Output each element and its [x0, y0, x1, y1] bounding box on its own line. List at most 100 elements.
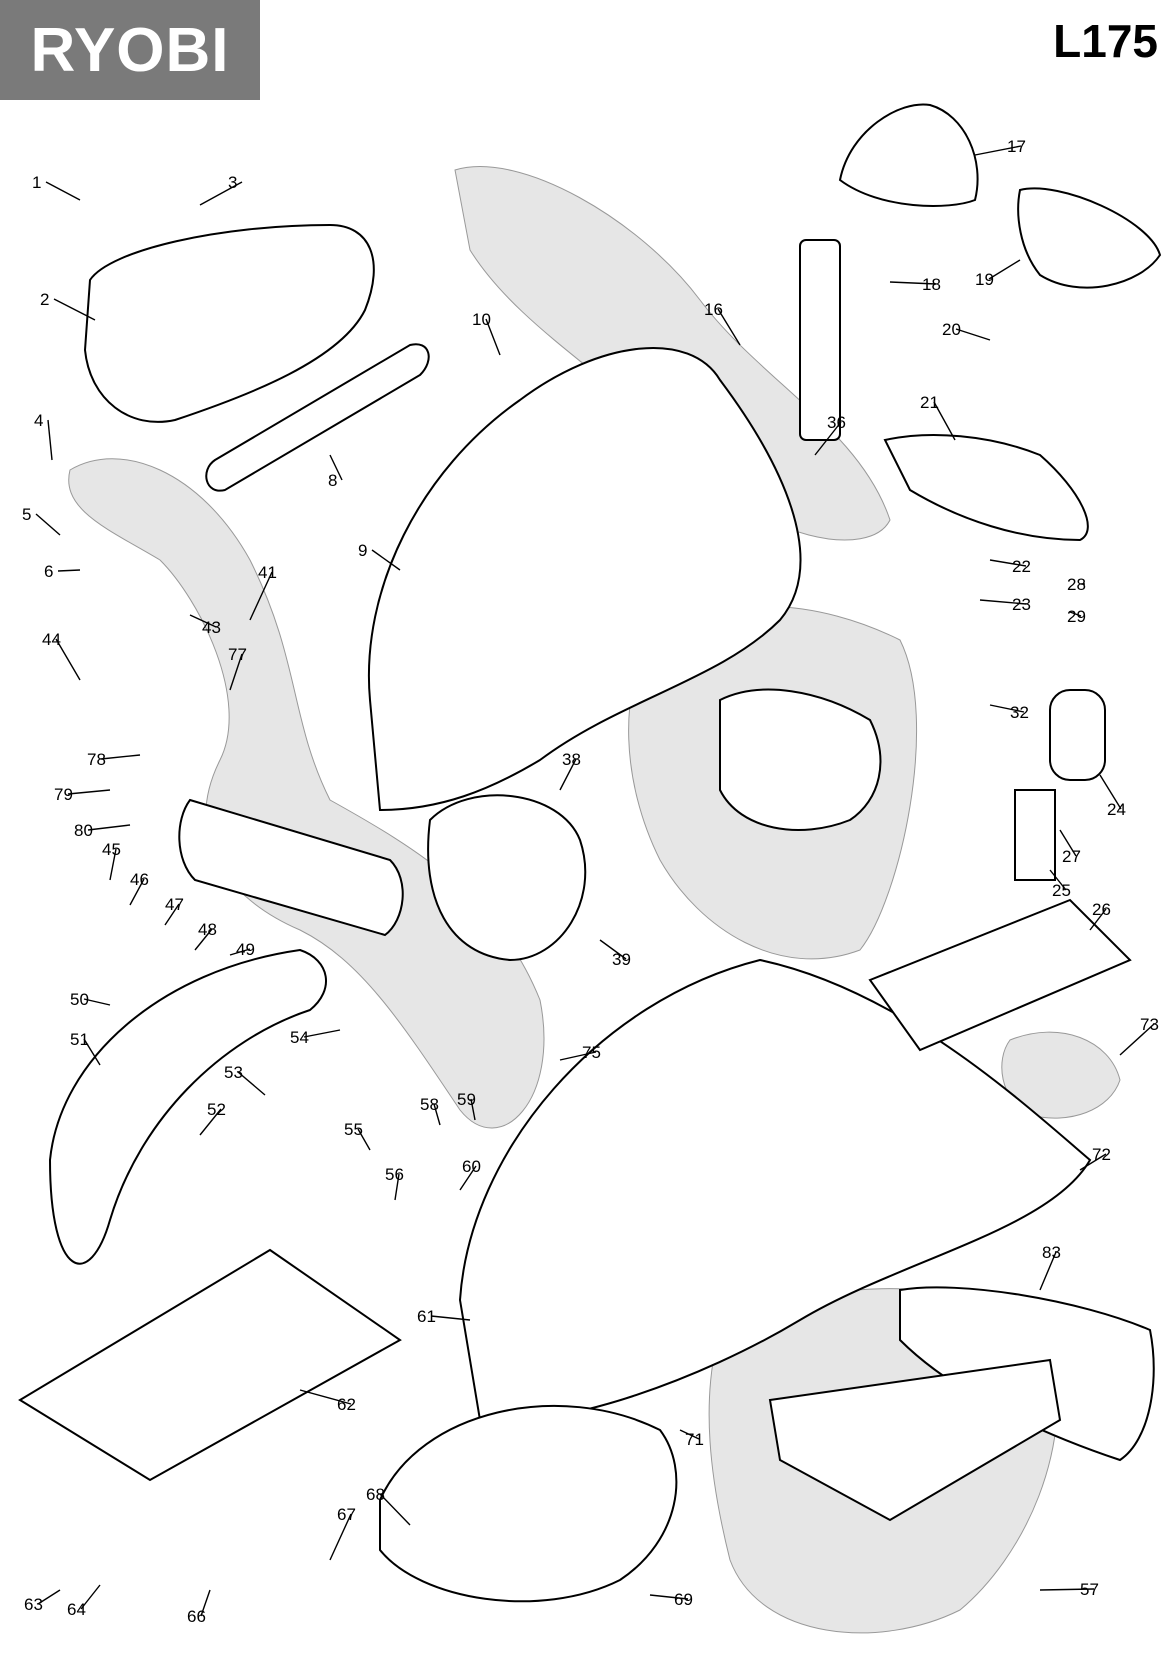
callout-leader-78 [100, 754, 141, 760]
callout-leader-68 [379, 1493, 411, 1526]
callout-leader-55 [357, 1128, 371, 1151]
callout-77: 77 [228, 645, 247, 664]
front-knob [838, 103, 979, 207]
callout-leader-45 [109, 848, 117, 881]
model-number: L175 [1053, 15, 1158, 67]
callout-leader-77 [229, 653, 243, 691]
callout-51: 51 [70, 1030, 89, 1049]
callout-27: 27 [1062, 847, 1081, 866]
callout-69: 69 [674, 1590, 693, 1609]
callout-leader-22 [989, 559, 1027, 567]
drive-belt [205, 343, 430, 492]
callout-leader-72 [1079, 1153, 1107, 1171]
callout-leader-26 [1089, 908, 1107, 931]
callout-22: 22 [1012, 557, 1031, 576]
callout-leader-54 [303, 1029, 341, 1038]
callout-63: 63 [24, 1595, 43, 1614]
callout-1: 1 [32, 173, 41, 192]
callout-56: 56 [385, 1165, 404, 1184]
handle-cover [48, 948, 327, 1265]
callout-leader-62 [299, 1389, 352, 1405]
callout-17: 17 [1007, 137, 1026, 156]
callout-leader-5 [35, 513, 61, 536]
callout-68: 68 [366, 1485, 385, 1504]
callout-leader-79 [67, 789, 111, 795]
callout-4: 4 [34, 411, 43, 430]
callout-80: 80 [74, 821, 93, 840]
callout-leader-29 [1069, 611, 1082, 617]
callout-44: 44 [42, 630, 61, 649]
callout-leader-63 [37, 1589, 61, 1605]
callout-leader-17 [974, 145, 1022, 156]
callout-leader-48 [194, 928, 213, 951]
callout-leader-20 [955, 328, 991, 341]
callout-leader-18 [889, 281, 937, 285]
cord-sleeve [1049, 689, 1106, 781]
callout-leader-4 [47, 419, 53, 461]
callout-64: 64 [67, 1600, 86, 1619]
callout-10: 10 [472, 310, 491, 329]
callout-leader-67 [329, 1513, 352, 1561]
callout-78: 78 [87, 750, 106, 769]
stator-field [427, 794, 587, 962]
guide-fence [768, 1358, 1062, 1522]
callout-61: 61 [417, 1307, 436, 1326]
callout-leader-71 [679, 1429, 700, 1440]
callout-32: 32 [1010, 703, 1029, 722]
callout-50: 50 [70, 990, 89, 1009]
callout-leader-32 [989, 704, 1025, 713]
callout-24: 24 [1107, 800, 1126, 819]
adjust-screw [799, 239, 841, 441]
callout-38: 38 [562, 750, 581, 769]
callout-leader-27 [1059, 829, 1077, 857]
callout-leader-83 [1039, 1251, 1057, 1291]
callout-18: 18 [922, 275, 941, 294]
callout-leader-73 [1119, 1023, 1155, 1056]
callout-29: 29 [1067, 607, 1086, 626]
callout-leader-46 [129, 878, 145, 906]
side-plate [18, 1248, 402, 1482]
callout-79: 79 [54, 785, 73, 804]
callout-leader-69 [649, 1594, 689, 1600]
callout-46: 46 [130, 870, 149, 889]
callout-leader-51 [83, 1038, 101, 1066]
callout-leader-23 [979, 599, 1027, 605]
callout-45: 45 [102, 840, 121, 859]
callout-6: 6 [44, 562, 53, 581]
front-shoe [868, 898, 1132, 1052]
callout-leader-25 [1049, 869, 1067, 891]
cutter-drum [719, 688, 882, 831]
side-cover [379, 1404, 678, 1603]
callout-60: 60 [462, 1157, 481, 1176]
callout-8: 8 [328, 471, 337, 490]
assembly-group-73 [1001, 1031, 1121, 1119]
callout-leader-41 [249, 571, 273, 621]
callout-leader-61 [430, 1315, 471, 1321]
callout-23: 23 [1012, 595, 1031, 614]
callout-62: 62 [337, 1395, 356, 1414]
callout-leader-75 [559, 1051, 597, 1061]
callout-leader-39 [599, 939, 627, 960]
scale-plate [883, 434, 1089, 542]
callout-67: 67 [337, 1505, 356, 1524]
callout-39: 39 [612, 950, 631, 969]
callout-73: 73 [1140, 1015, 1159, 1034]
callout-2: 2 [40, 290, 49, 309]
callout-leader-6 [57, 569, 81, 572]
callout-leader-36 [814, 421, 842, 456]
callout-55: 55 [344, 1120, 363, 1139]
callout-leader-43 [189, 614, 217, 628]
callout-49: 49 [236, 940, 255, 959]
callout-43: 43 [202, 618, 221, 637]
callout-71: 71 [685, 1430, 704, 1449]
callout-20: 20 [942, 320, 961, 339]
callout-leader-19 [988, 259, 1021, 280]
callout-leader-24 [1099, 774, 1122, 810]
callout-66: 66 [187, 1607, 206, 1626]
callout-leader-66 [200, 1589, 211, 1617]
callout-19: 19 [975, 270, 994, 289]
callout-72: 72 [1092, 1145, 1111, 1164]
callout-3: 3 [228, 173, 237, 192]
callout-leader-16 [717, 308, 741, 346]
